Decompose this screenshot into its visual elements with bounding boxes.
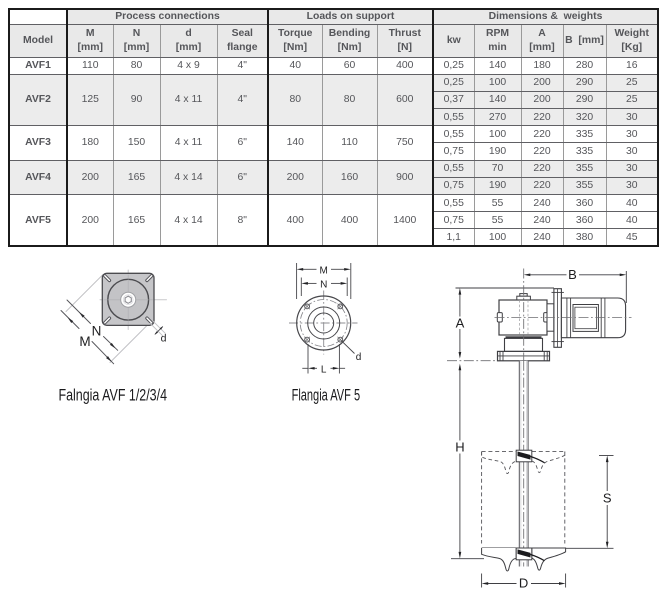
svg-text:L: L [321,364,327,375]
svg-text:Flangia AVF 5: Flangia AVF 5 [292,387,361,405]
svg-text:S: S [603,491,612,506]
svg-text:d: d [161,333,167,345]
svg-text:d: d [356,352,362,363]
svg-text:B: B [568,267,577,282]
svg-text:A: A [456,316,465,331]
svg-text:H: H [455,440,464,455]
svg-text:M: M [320,265,328,276]
svg-text:D: D [519,576,528,591]
svg-text:N: N [320,279,327,290]
svg-text:Falngia AVF 1/2/3/4: Falngia AVF 1/2/3/4 [59,387,168,405]
svg-text:N: N [92,324,102,339]
svg-text:M: M [79,334,90,349]
